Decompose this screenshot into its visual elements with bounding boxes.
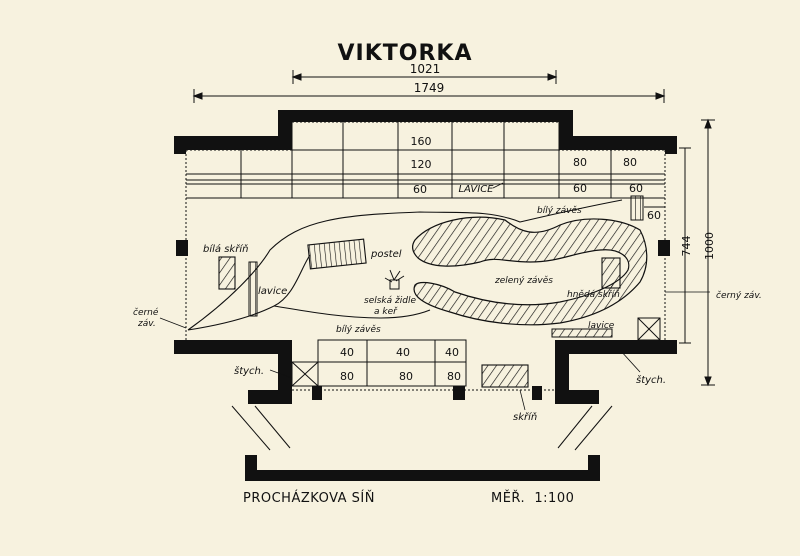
chair-and-bush <box>384 269 405 290</box>
corner-block <box>637 317 661 341</box>
front-40b: 40 <box>396 346 410 359</box>
label-a-ker: a keř <box>374 307 398 317</box>
label-bila-skrin: bílá skříň <box>203 243 248 255</box>
dimension-vertical <box>679 118 715 387</box>
dimension-1749 <box>192 89 666 103</box>
label-selska-zidle: selská židle <box>364 296 416 306</box>
label-hneda-skrin: hnědá skříň <box>567 289 620 300</box>
front-40a: 40 <box>340 346 354 359</box>
front-blocks <box>291 339 467 387</box>
footer-scale: MĚŘ. 1:100 <box>491 490 574 506</box>
right-grid-60b: 60 <box>629 182 643 195</box>
front-40c: 40 <box>445 346 459 359</box>
page-title: VIKTORKA <box>338 41 473 66</box>
bench-left <box>248 261 258 317</box>
brown-wardrobe <box>601 257 621 289</box>
bed <box>307 238 367 270</box>
right-grid-80b: 80 <box>623 156 637 169</box>
label-cerne-left-2: záv. <box>137 319 156 329</box>
step-block <box>630 195 644 221</box>
label-skrin-bottom: skříň <box>513 411 537 423</box>
label-stych-right: štych. <box>636 374 666 386</box>
stage-tiers <box>186 122 665 199</box>
front-80b: 80 <box>399 370 413 383</box>
dimension-1021 <box>291 70 558 84</box>
front-80c: 80 <box>447 370 461 383</box>
tier-160: 160 <box>411 135 432 148</box>
label-lavice-right: lavice <box>588 321 615 331</box>
right-grid-60a: 60 <box>573 182 587 195</box>
label-bily-zaves-bottom: bílý závěs <box>336 324 381 335</box>
dimension-1000-label: 1000 <box>703 232 716 260</box>
pointer-lines <box>159 291 710 411</box>
green-curtain <box>412 216 648 326</box>
proscenium-lines <box>231 405 613 451</box>
front-80a: 80 <box>340 370 354 383</box>
wardrobe-bottom <box>481 364 529 388</box>
right-grid-80a: 80 <box>573 156 587 169</box>
tier-120: 120 <box>411 158 432 171</box>
label-cerne-left-1: černé <box>133 307 159 318</box>
dimension-744-label: 744 <box>680 236 693 257</box>
label-stych-left: štych. <box>234 365 264 377</box>
label-bily-zaves-top: bílý závěs <box>537 205 582 216</box>
dimension-1021-label: 1021 <box>410 62 441 76</box>
right-grid-60c: 60 <box>647 209 661 222</box>
dimension-1749-label: 1749 <box>414 81 445 95</box>
white-wardrobe <box>218 256 236 290</box>
bench-right <box>551 328 613 338</box>
tier-60: 60 <box>413 183 427 196</box>
label-cerny-right: černý záv. <box>716 290 762 301</box>
footer-hall-name: PROCHÁZKOVA SÍŇ <box>243 490 375 506</box>
label-postel: postel <box>370 249 402 260</box>
walls <box>174 110 677 481</box>
lavice-top-label: LAVICE <box>458 184 494 195</box>
label-zeleny-zaves: zelený závěs <box>494 275 553 286</box>
label-lavice-left: lavice <box>258 286 287 297</box>
